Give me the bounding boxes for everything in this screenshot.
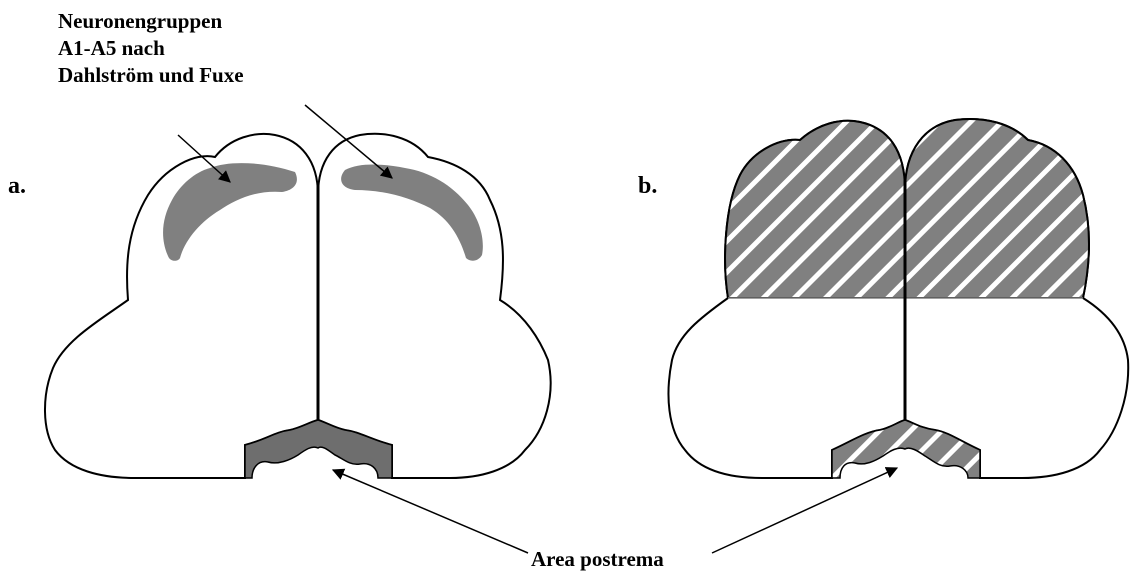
panel-b (668, 119, 1128, 478)
arrow-to-panel-b-postrema (712, 468, 897, 553)
panel-a (45, 134, 551, 478)
arrow-to-panel-a-postrema (333, 470, 528, 553)
